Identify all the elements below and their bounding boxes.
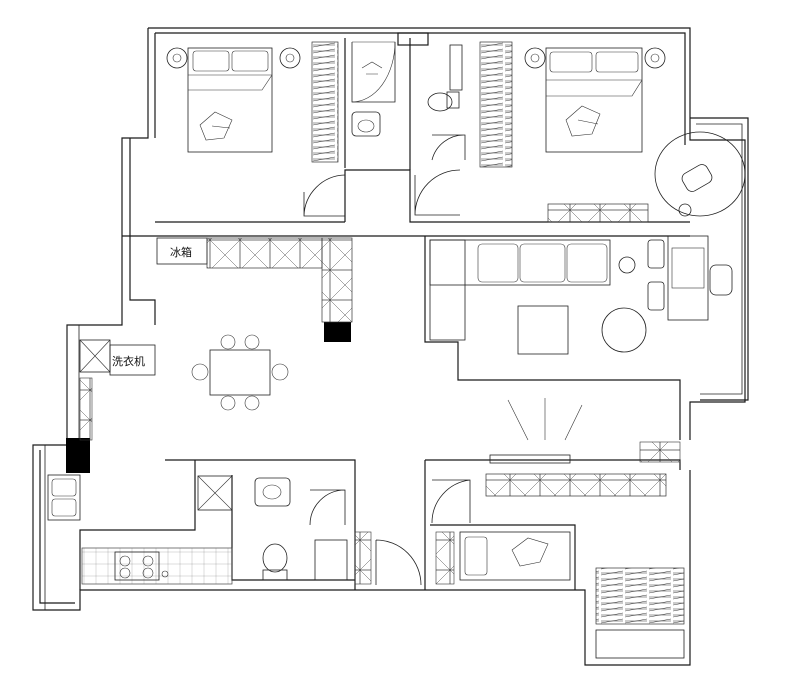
interior-walls — [79, 32, 690, 590]
lower-cabinets — [431, 398, 681, 524]
bedroom-right — [414, 41, 746, 223]
bedroom-left — [166, 41, 346, 217]
dining-table — [191, 334, 289, 411]
kitchen — [47, 474, 233, 585]
structural-column — [66, 438, 90, 473]
bathroom-top — [351, 41, 466, 161]
kitchen-dining: 冰箱 洗衣机 — [79, 237, 353, 441]
structural-column — [324, 322, 351, 342]
bathroom-bottom — [254, 477, 348, 581]
bedroom-bottom — [354, 531, 685, 659]
washer-label: 洗衣机 — [112, 354, 145, 368]
living-room — [429, 235, 733, 355]
east-balcony — [690, 117, 749, 401]
fridge-label: 冰箱 — [170, 245, 192, 259]
